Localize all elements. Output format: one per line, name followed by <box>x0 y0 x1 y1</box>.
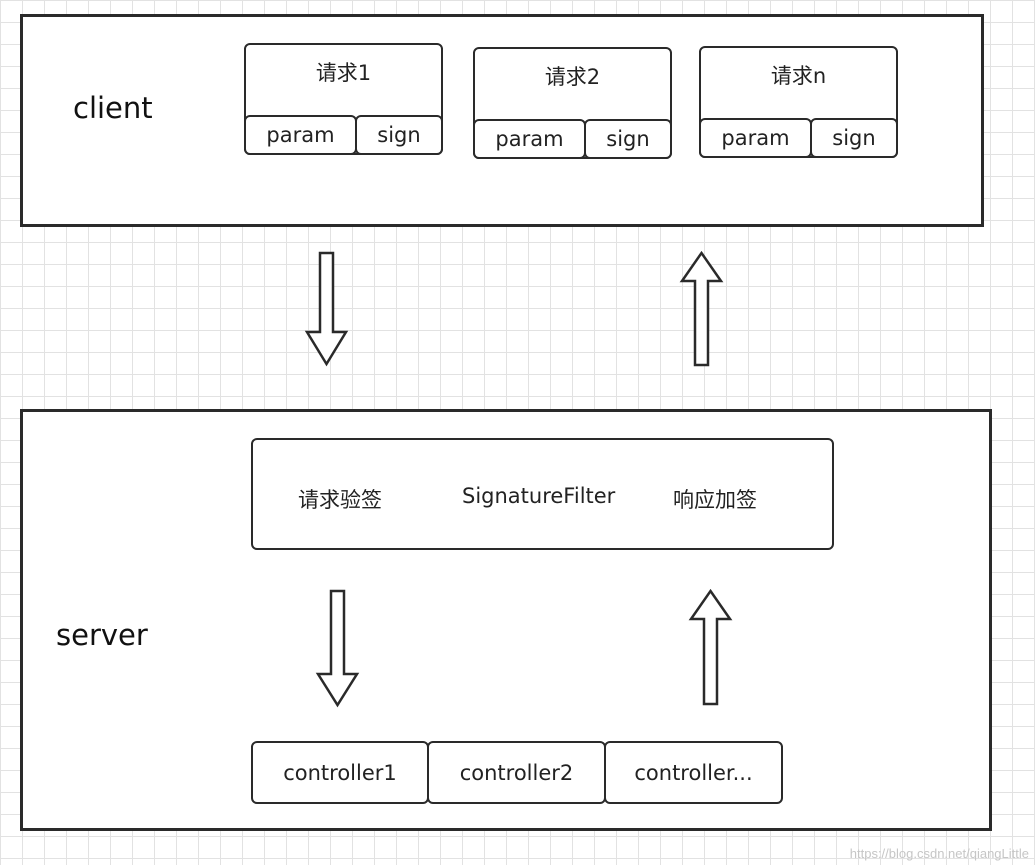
response-sign-label: 响应加签 <box>673 488 757 512</box>
request-box-1: 请求1 param sign <box>244 43 443 155</box>
client-panel: client 请求1 param sign 请求2 param sign 请求n… <box>20 14 984 227</box>
up-arrow-icon <box>688 588 733 706</box>
watermark: https://blog.csdn.net/qiangLittle <box>849 846 1029 861</box>
down-arrow-icon <box>304 251 349 367</box>
client-label: client <box>73 91 153 125</box>
param-cell: param <box>699 118 812 158</box>
request-verify-label: 请求验签 <box>298 488 382 512</box>
signature-filter-box: 请求验签 SignatureFilter 响应加签 <box>251 438 834 550</box>
filter-name-label: SignatureFilter <box>462 484 616 508</box>
controller-box-2: controller2 <box>427 741 606 804</box>
controller-box-1: controller1 <box>251 741 429 804</box>
controller-box-more: controller... <box>604 741 783 804</box>
server-label: server <box>56 618 148 652</box>
request-box-2: 请求2 param sign <box>473 47 672 159</box>
sign-cell: sign <box>584 119 672 159</box>
request-title: 请求n <box>770 64 827 88</box>
up-arrow-icon <box>679 250 724 367</box>
server-panel: server 请求验签 SignatureFilter 响应加签 control… <box>20 409 992 831</box>
sign-cell: sign <box>810 118 898 158</box>
request-title: 请求2 <box>544 65 601 89</box>
down-arrow-icon <box>315 589 360 708</box>
param-cell: param <box>473 119 586 159</box>
sign-cell: sign <box>355 115 443 155</box>
param-cell: param <box>244 115 357 155</box>
request-box-n: 请求n param sign <box>699 46 898 158</box>
request-title: 请求1 <box>315 61 372 85</box>
